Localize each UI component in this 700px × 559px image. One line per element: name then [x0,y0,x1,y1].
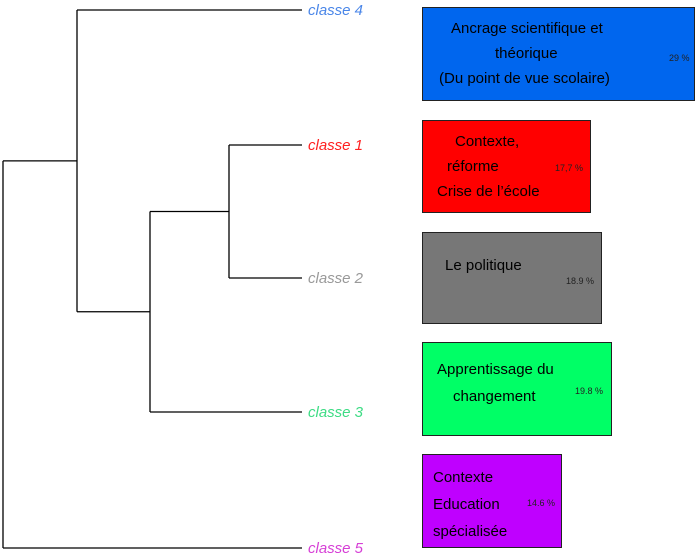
dendrogram-branches [2,9,302,549]
box-1-line-2: réforme [447,158,499,175]
class-label-5: classe 5 [308,540,364,557]
box-3-line-2: changement [453,388,536,405]
class-box-3: Apprentissage du changement 19.8 % [422,342,612,436]
class-label-3: classe 3 [308,404,364,421]
box-2-percent: 18.9 % [566,276,595,286]
box-5-line-3: spécialisée [433,523,508,540]
box-5-percent: 14.6 % [527,498,556,508]
box-4-line-2: théorique [495,45,558,62]
box-3-percent: 19.8 % [575,386,604,396]
box-1-line-3: Crise de l’école [437,183,540,200]
box-4-line-3: (Du point de vue scolaire) [439,70,610,87]
class-box-2: Le politique 18.9 % [422,232,602,324]
box-1-line-1: Contexte, [455,133,520,150]
box-1-percent: 17,7 % [555,163,584,173]
box-3-line-1: Apprentissage du [437,361,554,378]
class-label-1: classe 1 [308,137,364,154]
class-label-2: classe 2 [308,270,364,287]
box-5-line-2: Education [433,496,500,513]
class-box-1: Contexte, réforme Crise de l’école 17,7 … [422,120,591,213]
box-4-percent: 29 % [669,53,690,63]
class-label-4: classe 4 [308,2,364,19]
class-box-5: Contexte Education spécialisée 14.6 % [422,454,562,548]
box-2-line-1: Le politique [445,257,522,274]
box-4-line-1: Ancrage scientifique et [451,20,603,37]
class-box-4: Ancrage scientifique et théorique (Du po… [422,7,695,101]
box-5-line-1: Contexte [433,469,494,486]
